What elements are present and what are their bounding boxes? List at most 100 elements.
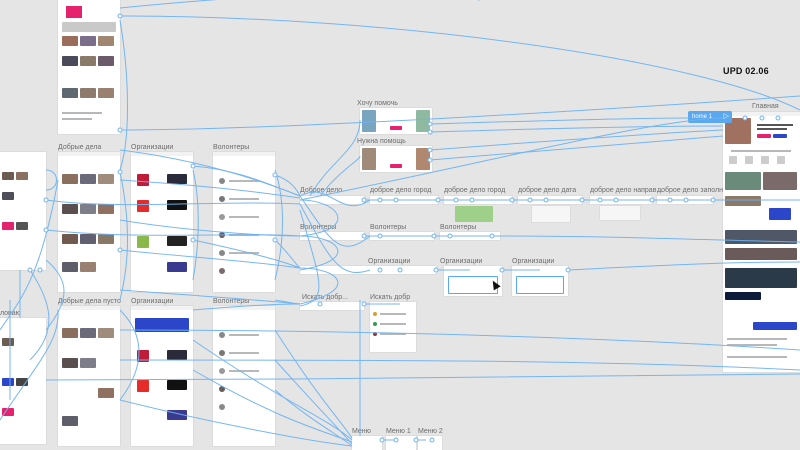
- connection-line: [299, 235, 339, 271]
- image-placeholder: [80, 328, 96, 338]
- text-line: [731, 150, 791, 152]
- connection-handle: [379, 437, 385, 443]
- frame-label-volunteers-2: Волонтеры: [213, 298, 250, 305]
- image-placeholder: [725, 268, 797, 288]
- frame-orgs-2[interactable]: [131, 306, 193, 446]
- text-line: [229, 352, 259, 354]
- image-placeholder: [763, 172, 797, 190]
- connection-handle: [190, 237, 196, 243]
- image-placeholder: [80, 174, 96, 184]
- image-placeholder: [135, 318, 189, 332]
- frame-left-edge-2[interactable]: [0, 318, 46, 444]
- image-placeholder: [167, 262, 187, 272]
- frame-good-deeds-empty[interactable]: [58, 306, 120, 446]
- frame-orgs-5[interactable]: [512, 266, 568, 296]
- frame-menu[interactable]: [352, 436, 382, 450]
- connection-line: [274, 174, 301, 197]
- connection-handle: [37, 267, 43, 273]
- connection-handle: [433, 267, 439, 273]
- avatar: [219, 368, 225, 374]
- connection-handle: [742, 115, 748, 121]
- image-placeholder: [98, 36, 114, 46]
- image-placeholder: [725, 292, 761, 300]
- image-placeholder: [98, 88, 114, 98]
- image-placeholder: [62, 328, 78, 338]
- frame-label-orgs-5: Организации: [512, 258, 555, 265]
- connection-line: [274, 299, 301, 305]
- connection-line: [192, 239, 301, 269]
- connection-handle: [427, 121, 433, 127]
- connection-handle: [117, 247, 123, 253]
- image-placeholder: [2, 222, 14, 230]
- frame-orgs-1[interactable]: [131, 152, 193, 292]
- image-placeholder: [16, 222, 28, 230]
- image-placeholder: [725, 172, 761, 190]
- dropdown-panel: [516, 276, 564, 294]
- text-line: [727, 356, 787, 358]
- frame-left-edge-1[interactable]: [0, 152, 46, 270]
- connection-line: [299, 117, 724, 201]
- icon-placeholder: [745, 156, 753, 164]
- connection-handle: [413, 437, 419, 443]
- connection-handle: [489, 233, 495, 239]
- connection-line: [274, 389, 353, 447]
- connection-line: [299, 203, 371, 273]
- frame-orgs-4[interactable]: [444, 266, 502, 296]
- text-line: [229, 216, 259, 218]
- text-line: [229, 370, 259, 372]
- connection-handle: [710, 197, 716, 203]
- frame-label-deed-city-2: доброе дело город: [444, 187, 506, 194]
- frame-search-deed[interactable]: [300, 302, 364, 310]
- connection-handle: [393, 197, 399, 203]
- image-placeholder: [80, 204, 96, 214]
- text-line: [757, 124, 793, 126]
- frame-volunteers-3[interactable]: [300, 232, 364, 240]
- image-placeholder: [62, 88, 78, 98]
- image-placeholder: [98, 328, 114, 338]
- connection-line: [119, 149, 301, 197]
- text-line: [229, 334, 259, 336]
- button-placeholder: [773, 134, 787, 138]
- avatar: [219, 386, 225, 392]
- image-placeholder: [98, 56, 114, 66]
- frame-deed[interactable]: [300, 196, 364, 204]
- connection-handle: [393, 437, 399, 443]
- connection-handle: [272, 237, 278, 243]
- connection-line: [29, 269, 50, 361]
- connection-line: [499, 235, 800, 243]
- image-placeholder: [62, 36, 78, 46]
- image-placeholder: [362, 110, 376, 132]
- image-placeholder: [62, 56, 78, 66]
- connection-line: [192, 169, 199, 281]
- nav-bar: [213, 152, 275, 156]
- image-placeholder: [416, 148, 430, 170]
- frame-label-need-help: Нужна помощь: [357, 138, 406, 145]
- frame-label-good-deeds-1: Добрые дела: [58, 144, 102, 151]
- image-placeholder: [98, 204, 114, 214]
- image-placeholder: [362, 148, 376, 170]
- connection-handle: [429, 437, 435, 443]
- map-placeholder: [455, 206, 493, 222]
- frame-orgs-3[interactable]: [300, 266, 436, 274]
- frame-search-deed-2[interactable]: [370, 302, 416, 352]
- avatar: [219, 178, 225, 184]
- image-placeholder: [2, 172, 14, 180]
- text-line: [62, 112, 102, 114]
- frame-good-deeds-1[interactable]: [58, 152, 120, 292]
- hero-banner: [66, 6, 82, 18]
- text-line: [380, 323, 406, 325]
- image-placeholder: [167, 410, 187, 420]
- connection-handle: [447, 233, 453, 239]
- frame-volunteers-2[interactable]: [213, 306, 275, 446]
- connection-handle: [377, 267, 383, 273]
- frame-home-long-1[interactable]: [58, 0, 120, 134]
- frame-need-help[interactable]: [360, 146, 432, 172]
- frame-label-main: Главная: [752, 103, 779, 110]
- connection-line: [429, 125, 724, 133]
- connection-handle: [317, 301, 323, 307]
- connection-handle: [683, 197, 689, 203]
- connection-line: [299, 195, 371, 247]
- avatar: [373, 322, 377, 326]
